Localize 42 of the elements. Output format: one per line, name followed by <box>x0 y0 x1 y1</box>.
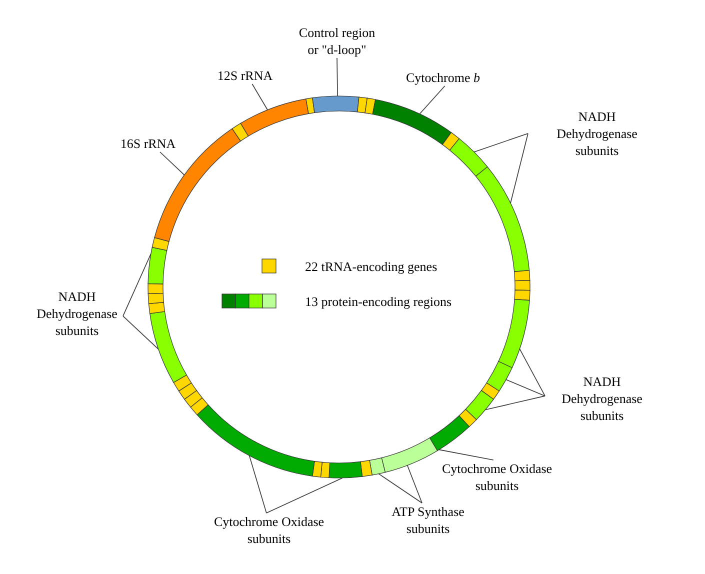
gene-segment <box>486 361 512 392</box>
gene-segment <box>312 96 360 114</box>
gene-label: Cytochrome Oxidase subunits <box>205 513 333 547</box>
leader-line <box>510 133 528 204</box>
leader-line <box>506 379 546 396</box>
gene-label: ATP Synthase subunits <box>378 503 478 537</box>
leader-line <box>252 84 268 110</box>
leader-line <box>419 86 446 114</box>
leader-line <box>248 455 267 514</box>
gene-segment <box>196 404 315 476</box>
gene-segment <box>328 461 363 478</box>
leader-line <box>438 449 494 460</box>
gene-segment <box>465 390 494 420</box>
legend-label: 22 tRNA-encoding genes <box>305 258 438 275</box>
leader-line <box>160 152 185 176</box>
legend-label: 13 protein-encoding regions <box>305 293 452 310</box>
gene-segment <box>369 457 386 476</box>
gene-label: NADH Dehydrogenase subunits <box>545 373 659 424</box>
gene-label: 16S rRNA <box>108 135 188 152</box>
gene-segment <box>429 415 470 452</box>
leader-line <box>519 348 546 396</box>
gene-label: Control region or "d-loop" <box>294 24 380 58</box>
gene-label: Cytochrome b <box>398 69 488 86</box>
leader-line <box>336 58 338 96</box>
gene-label: 12S rRNA <box>205 67 285 84</box>
leader-line <box>378 473 422 504</box>
leader-line <box>484 396 546 410</box>
gene-label: NADH Dehydrogenase subunits <box>31 288 123 339</box>
leader-line <box>266 478 343 514</box>
gene-segment <box>381 438 438 473</box>
leader-line <box>122 316 159 350</box>
gene-segment <box>372 99 452 145</box>
gene-segment <box>475 166 530 272</box>
gene-label: NADH Dehydrogenase subunits <box>528 108 666 159</box>
gene-label: Cytochrome Oxidase subunits <box>437 460 557 494</box>
leader-line <box>406 464 422 504</box>
gene-segment <box>449 138 488 177</box>
gene-segment <box>498 298 530 368</box>
gene-segment <box>148 246 168 284</box>
gene-segment <box>240 98 309 136</box>
gene-segment <box>150 311 187 383</box>
leader-line <box>474 133 528 152</box>
